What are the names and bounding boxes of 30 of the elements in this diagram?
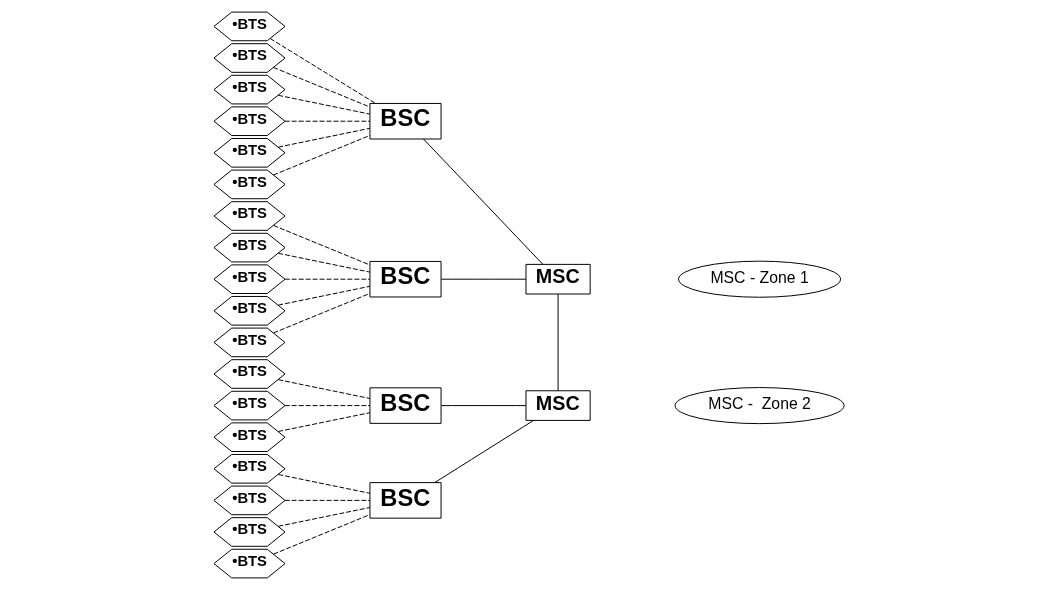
connector bbox=[277, 474, 371, 494]
connector bbox=[284, 278, 371, 280]
connector bbox=[273, 67, 371, 108]
connector bbox=[277, 507, 371, 527]
connector bbox=[277, 127, 371, 148]
connector bbox=[277, 412, 371, 432]
connector bbox=[277, 379, 371, 399]
node-ellipse: MSC - Zone 2 bbox=[674, 387, 845, 425]
connector bbox=[273, 134, 371, 176]
node-box: MSC bbox=[525, 390, 591, 421]
node-box: MSC bbox=[525, 263, 591, 295]
connector bbox=[273, 292, 371, 334]
connector bbox=[284, 499, 371, 501]
connector bbox=[440, 278, 527, 280]
connector bbox=[284, 120, 371, 122]
connector bbox=[557, 293, 559, 392]
connector bbox=[273, 224, 371, 266]
node-box: BSC bbox=[369, 260, 442, 298]
node-ellipse: MSC - Zone 1 bbox=[678, 260, 842, 298]
node-box: BSC bbox=[369, 102, 442, 140]
connector bbox=[277, 285, 371, 306]
connector bbox=[434, 420, 534, 484]
connector bbox=[423, 138, 544, 265]
connector bbox=[273, 514, 371, 555]
connector bbox=[277, 94, 371, 115]
connector bbox=[277, 252, 371, 273]
node-box: BSC bbox=[369, 387, 442, 424]
connector bbox=[284, 405, 371, 407]
connector bbox=[440, 405, 527, 407]
node-box: BSC bbox=[369, 482, 442, 519]
